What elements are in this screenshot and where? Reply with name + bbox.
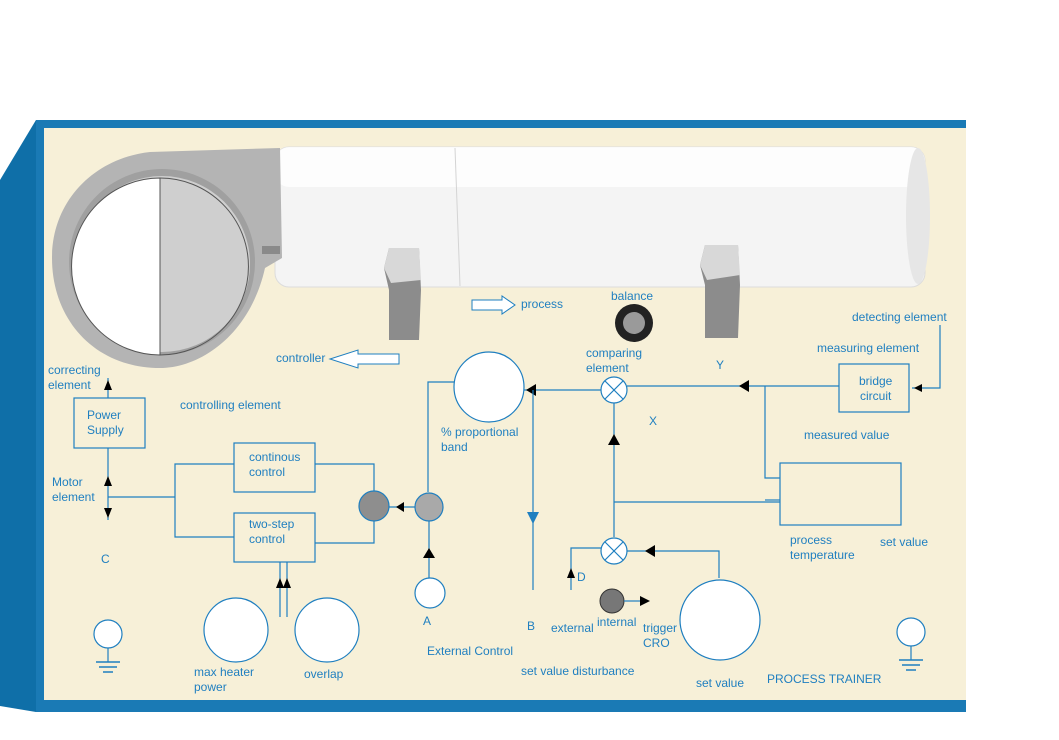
continuous-control-label-1: continous (249, 450, 300, 464)
comparing-element-label-2: element (586, 361, 629, 375)
set-value-side-label: set value (880, 535, 928, 549)
comparing-element-label-1: comparing (586, 346, 642, 360)
overlap-label: overlap (304, 667, 344, 681)
ground-icon (896, 617, 926, 671)
bridge-circuit-label-1: bridge (859, 374, 893, 388)
power-supply-block (73, 397, 146, 449)
external-control-label: External Control (427, 644, 513, 658)
max-heater-power-label-2: power (194, 680, 227, 694)
arrow-icon (608, 434, 620, 445)
power-supply-label-1: Power (87, 408, 121, 422)
control-bus-wire (174, 463, 234, 538)
set-value-knob[interactable] (679, 579, 761, 661)
x-label: X (649, 414, 657, 428)
process-temp-wire (764, 386, 780, 479)
two-step-out-wire (315, 521, 375, 544)
panel-title: PROCESS TRAINER (767, 672, 882, 686)
a-label: A (423, 614, 431, 628)
arrow-icon (567, 568, 575, 578)
process-arrow-icon (471, 295, 516, 315)
detecting-element-label: detecting element (852, 310, 947, 324)
two-step-control-label-1: two-step (249, 517, 295, 531)
power-supply-label-2: Supply (87, 423, 124, 437)
prop-band-label-1: % proportional (441, 425, 518, 439)
set-value-feed-wire (627, 550, 720, 578)
trigger-cro-label-2: CRO (643, 636, 670, 650)
internal-label: internal (597, 615, 636, 629)
arrow-icon (640, 596, 650, 606)
y-label: Y (716, 358, 724, 372)
external-input-a[interactable] (414, 577, 446, 609)
two-step-control-label-2: control (249, 532, 285, 546)
correcting-element-label-1: correcting (48, 363, 101, 377)
summing-junction-icon (600, 376, 628, 404)
continuous-out-wire (315, 463, 375, 491)
clamp-left (384, 248, 421, 340)
fan-housing-icon (52, 148, 282, 368)
measuring-element-label: measuring element (817, 341, 920, 355)
overlap-knob[interactable] (294, 597, 360, 663)
d-label: D (577, 570, 586, 584)
controller-summing-junction (358, 490, 390, 522)
arrow-icon (276, 578, 284, 588)
set-value-knob-label: set value (696, 676, 744, 690)
correcting-element-label-2: element (48, 378, 91, 392)
external-label: external (551, 621, 594, 635)
proportional-band-knob[interactable] (453, 351, 525, 423)
motor-element-label-2: element (52, 490, 95, 504)
prop-band-label-2: band (441, 440, 468, 454)
controller-arrow-icon (328, 349, 400, 369)
trigger-cro-label-1: trigger (643, 621, 677, 635)
arrow-icon (396, 502, 404, 512)
internal-disturbance-indicator[interactable] (599, 588, 625, 614)
max-heater-power-knob[interactable] (203, 597, 269, 663)
gain-junction (414, 492, 444, 522)
c-label: C (101, 552, 110, 566)
process-temperature-label-2: temperature (790, 548, 855, 562)
arrow-icon (283, 578, 291, 588)
band-to-junction-wire (427, 381, 454, 492)
motor-element-label-1: Motor (52, 475, 83, 489)
b-label: B (527, 619, 535, 633)
controlling-element-label: controlling element (180, 398, 281, 412)
panel-frame-side (0, 120, 36, 712)
arrow-icon (914, 384, 922, 392)
process-label: process (521, 297, 563, 311)
arrow-icon (527, 512, 539, 524)
measured-value-label: measured value (804, 428, 890, 442)
balance-indicator[interactable] (615, 304, 653, 342)
max-heater-power-label-1: max heater (194, 665, 254, 679)
continuous-control-label-2: control (249, 465, 285, 479)
summing-junction-icon (600, 537, 628, 565)
process-temperature-label-1: process (790, 533, 832, 547)
balance-label: balance (611, 289, 653, 303)
arrow-icon (645, 545, 655, 557)
arrow-icon (104, 380, 112, 390)
arrow-icon (739, 380, 749, 392)
set-value-disturbance-label: set value disturbance (521, 664, 635, 678)
continuous-control-block (233, 442, 316, 493)
bridge-circuit-block (838, 363, 910, 413)
arrow-icon (104, 508, 112, 518)
controller-label: controller (276, 351, 325, 365)
arrow-icon (423, 548, 435, 558)
ground-icon (93, 619, 123, 673)
arrow-icon (104, 476, 112, 486)
heater-tube-icon (274, 146, 930, 288)
bridge-circuit-label-2: circuit (860, 389, 892, 403)
clamp-right (700, 245, 740, 338)
process-temperature-display (779, 462, 902, 526)
